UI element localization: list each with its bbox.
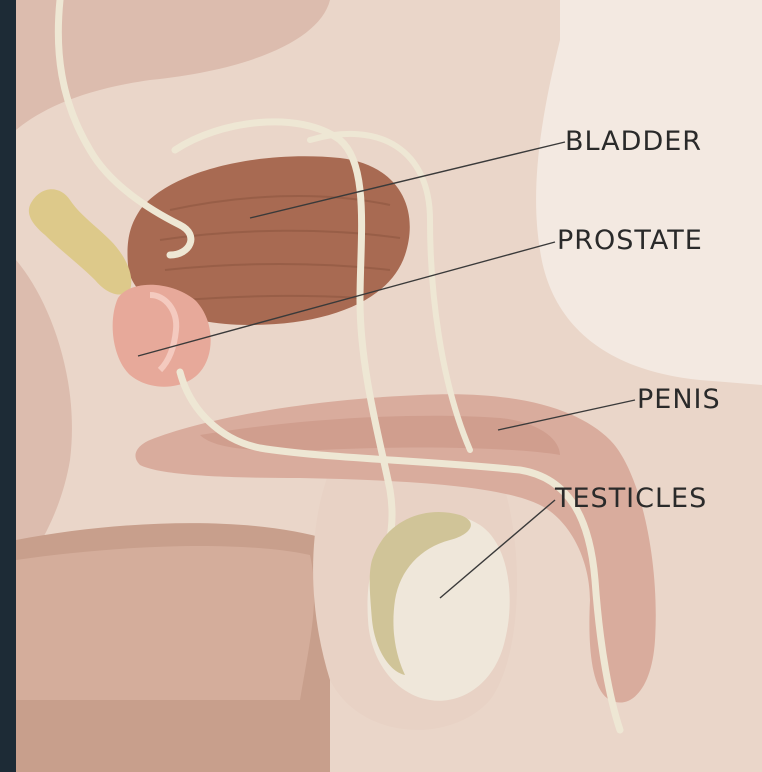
testicles-label: TESTICLES (554, 483, 707, 514)
bladder-label: BLADDER (565, 126, 702, 157)
penis-label: PENIS (637, 384, 721, 415)
prostate-label: PROSTATE (557, 225, 703, 256)
lower-tissue-highlight (16, 546, 314, 700)
